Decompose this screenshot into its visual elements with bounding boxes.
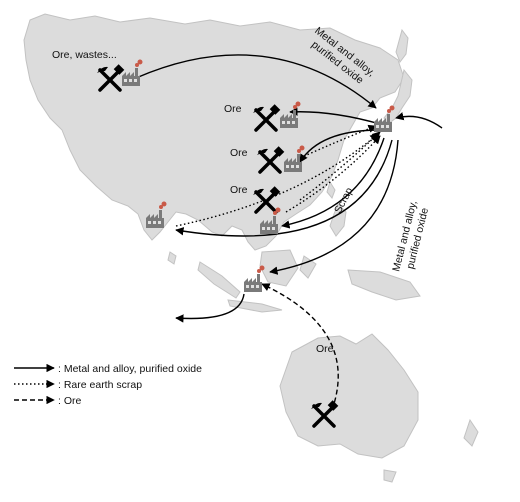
- legend-dashed-label: : Ore: [58, 395, 81, 407]
- sulawesi: [299, 255, 317, 279]
- label-ore-1: Ore: [224, 103, 242, 115]
- legend-solid-label: : Metal and alloy, purified oxide: [58, 363, 202, 375]
- legend-dotted-label: : Rare earth scrap: [58, 379, 142, 391]
- ore-australia-to-indonesia: [261, 283, 339, 411]
- scrap-indochina-to-japan: [285, 135, 381, 213]
- label-ore-australia: Ore: [316, 343, 334, 355]
- dotted-arrows: [175, 124, 381, 227]
- label-ore-wastes: Ore, wastes...: [52, 49, 117, 61]
- factory-icon: [244, 265, 265, 292]
- borneo: [259, 249, 299, 287]
- japan-landmass: [383, 68, 413, 125]
- arrow-japan-to-china-north: [289, 107, 381, 125]
- arrow-japan-to-india: [175, 139, 393, 237]
- new-zealand: [463, 418, 479, 447]
- java: [227, 299, 283, 313]
- australia-landmass: [279, 333, 419, 459]
- arrow-japan-to-indochina: [281, 137, 385, 229]
- solid-arrows: [135, 54, 443, 323]
- arrow-indonesia-to-west: [175, 293, 245, 323]
- label-scrap: Scrap: [332, 185, 356, 215]
- new-guinea: [347, 269, 421, 301]
- label-ore-2: Ore: [230, 147, 248, 159]
- arrow-central-asia-to-japan: [135, 54, 377, 109]
- label-ore-3: Ore: [230, 184, 248, 196]
- arrow-japan-to-indonesia: [269, 139, 399, 275]
- scrap-china-to-japan: [299, 124, 377, 159]
- tasmania: [383, 469, 397, 483]
- taiwan-landmass: [326, 180, 336, 199]
- sumatra: [197, 261, 241, 299]
- legend: : Metal and alloy, purified oxide : Rare…: [14, 363, 202, 407]
- arrow-pacific-to-japan: [395, 112, 443, 129]
- sri-lanka: [167, 251, 177, 265]
- japan-north: [395, 28, 409, 64]
- dashed-arrows: [261, 283, 339, 411]
